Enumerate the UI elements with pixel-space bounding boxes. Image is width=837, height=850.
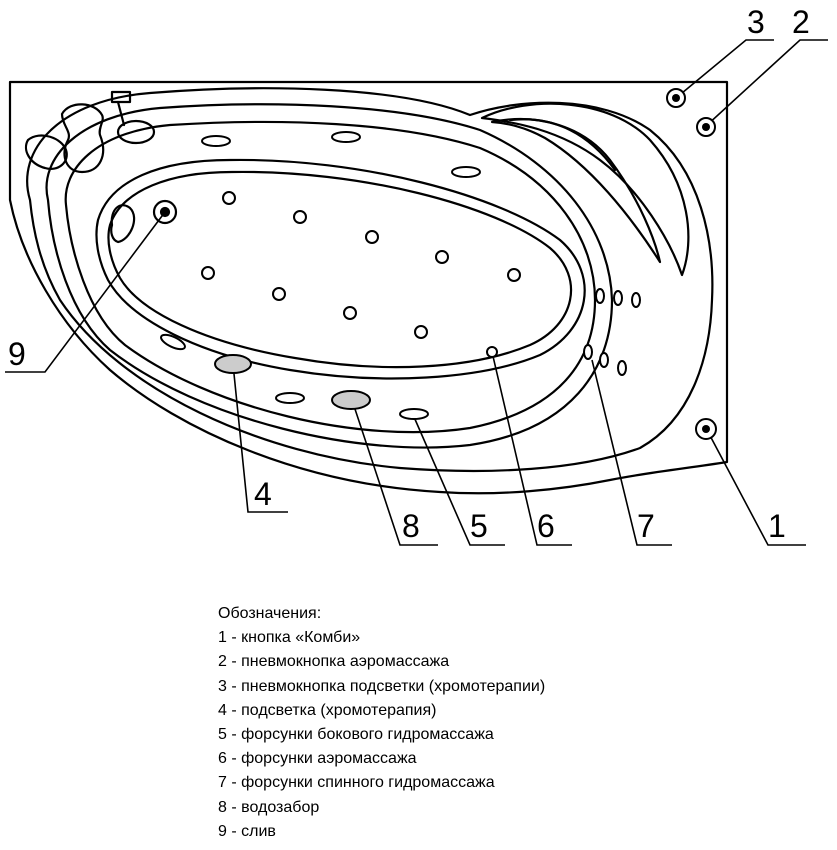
tub-outer-outline bbox=[8, 80, 729, 495]
callout-4: 4 bbox=[254, 476, 272, 512]
leader-8 bbox=[351, 399, 438, 546]
legend-item: 9 - слив bbox=[218, 822, 276, 840]
tub-basin-inner bbox=[107, 170, 573, 369]
overflow-outline bbox=[110, 204, 136, 244]
tub-rim-inner bbox=[45, 103, 614, 449]
legend-item: 4 - подсветка (хромотерапия) bbox=[218, 701, 437, 719]
tub-rim-outer bbox=[26, 87, 714, 473]
callout-1: 1 bbox=[768, 508, 786, 544]
chromotherapy-light bbox=[214, 354, 252, 374]
leader-5 bbox=[413, 416, 505, 546]
legend-item: 3 - пневмокнопка подсветки (хромотерапии… bbox=[218, 677, 546, 695]
tub-basin-outer bbox=[95, 158, 586, 380]
leader-9 bbox=[5, 211, 166, 373]
leader-3 bbox=[675, 39, 774, 99]
callout-3: 3 bbox=[747, 4, 765, 40]
leader-1 bbox=[706, 429, 806, 546]
legend: Обозначения: 1 - кнопка «Комби» 2 - пнев… bbox=[218, 602, 545, 844]
callout-5: 5 bbox=[470, 508, 488, 544]
bathtub-diagram bbox=[5, 39, 828, 546]
leader-2 bbox=[705, 39, 828, 127]
leader-6 bbox=[491, 351, 572, 546]
callout-8: 8 bbox=[402, 508, 420, 544]
legend-item: 7 - форсунки спинного гидромассажа bbox=[218, 774, 495, 792]
headrest-outline bbox=[480, 102, 690, 277]
mixer-tap-stem bbox=[116, 100, 126, 127]
headrest-inner-2 bbox=[508, 118, 617, 172]
mixer-tap bbox=[110, 90, 132, 104]
legend-item: 8 - водозабор bbox=[218, 798, 320, 816]
legend-item: 1 - кнопка «Комби» bbox=[218, 629, 361, 647]
mixer-spout bbox=[60, 103, 105, 174]
mixer-handle bbox=[24, 134, 68, 170]
leader-7 bbox=[591, 359, 672, 546]
callout-9: 9 bbox=[8, 336, 26, 372]
aero-nozzles bbox=[201, 191, 521, 358]
leader-4 bbox=[232, 363, 288, 513]
legend-item: 6 - форсунки аэромассажа bbox=[218, 750, 417, 768]
back-jets bbox=[583, 288, 641, 376]
side-jets bbox=[160, 131, 481, 420]
callout-6: 6 bbox=[537, 508, 555, 544]
mixer-tap-base bbox=[116, 119, 156, 145]
headrest-inner-1 bbox=[490, 118, 662, 264]
drain bbox=[152, 199, 178, 225]
water-intake bbox=[331, 390, 371, 410]
legend-item: 5 - форсунки бокового гидромассажа bbox=[218, 726, 494, 744]
tub-rim-third bbox=[64, 120, 597, 434]
legend-item: 2 - пневмокнопка аэромассажа bbox=[218, 653, 450, 671]
callout-2: 2 bbox=[792, 4, 810, 40]
callout-7: 7 bbox=[637, 508, 655, 544]
legend-title: Обозначения: bbox=[218, 605, 322, 622]
